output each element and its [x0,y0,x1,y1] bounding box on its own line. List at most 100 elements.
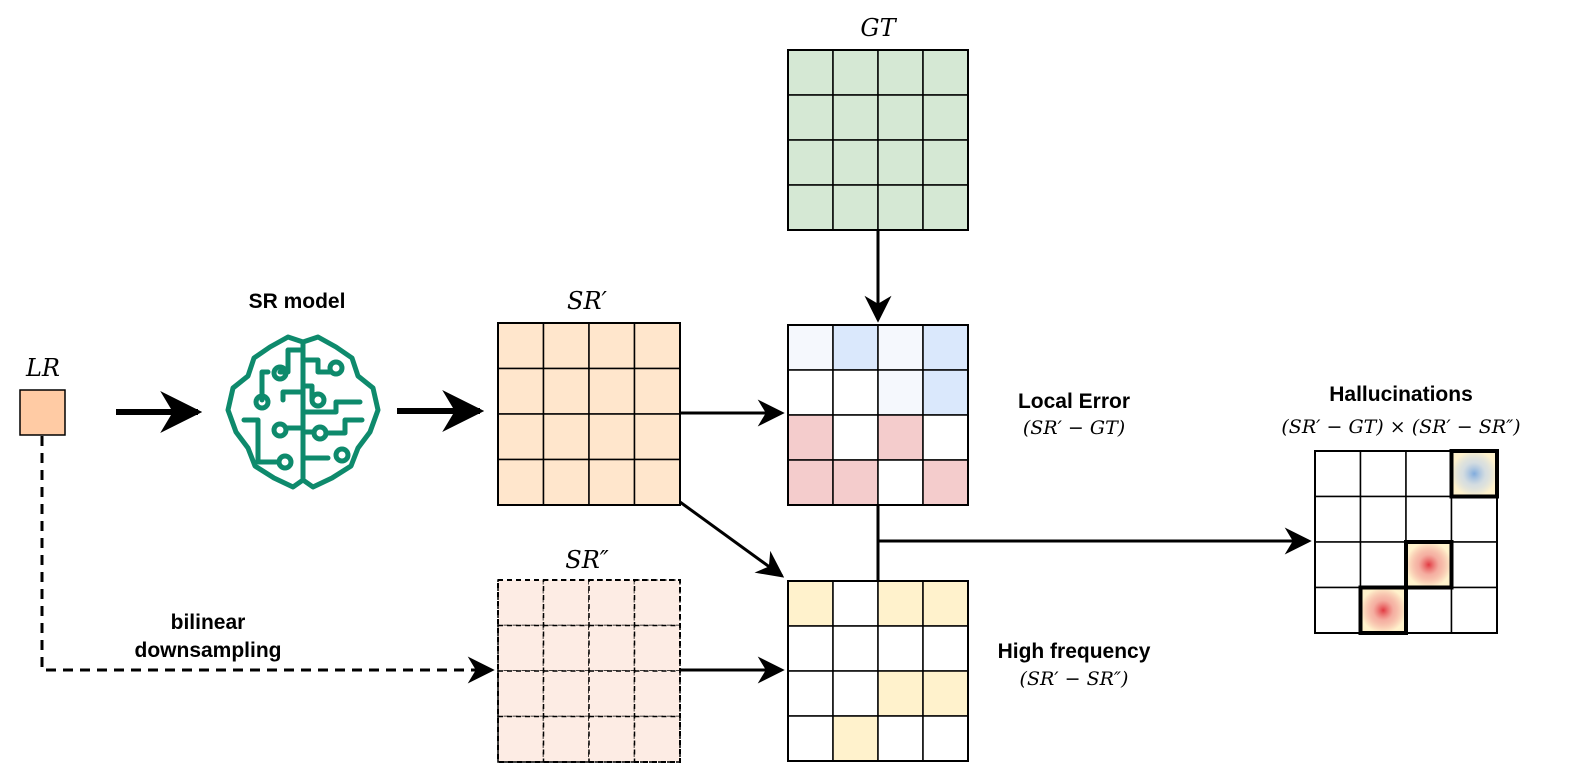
hallucination-blue-glow [1451,451,1497,497]
grid-cell [633,322,681,370]
grid-cell [787,94,834,141]
gt-grid [787,49,969,231]
grid-cell [922,369,969,416]
grid-cell [787,369,834,416]
grid-cell [542,670,590,718]
high-frequency-title: High frequency [998,640,1151,663]
local-error-formula: (SR′ − GT) [1023,417,1125,439]
grid-cell [1405,586,1453,634]
grid-cell [877,49,924,96]
brain-icon [225,334,381,490]
lr-square [19,389,66,436]
grid-cell [787,625,834,672]
grid-cell [588,458,636,506]
grid-cell [588,579,636,627]
high-frequency-grid [787,580,969,762]
grid-cell [922,414,969,461]
grid-cell [542,579,590,627]
grid-cell [497,624,545,672]
grid-cell [922,184,969,231]
grid-cell [832,580,879,627]
grid-border [787,580,969,762]
grid-cell [787,139,834,186]
grid-cell [497,715,545,763]
grid-cell [542,624,590,672]
grid-cell [877,459,924,506]
grid-cell [877,94,924,141]
grid-cell [542,322,590,370]
grid-cell [1314,450,1362,498]
grid-cell [542,413,590,461]
grid-cell [832,94,879,141]
grid-cell [832,459,879,506]
grid-cell [922,580,969,627]
grid-cell [1314,495,1362,543]
hallucination-red-glow [1360,587,1406,633]
grid-cell [497,458,545,506]
grid-cell [633,715,681,763]
grid-cell [922,715,969,762]
grid-cell [787,715,834,762]
grid-cell [787,459,834,506]
grid-cell [497,413,545,461]
grid-cell [588,322,636,370]
grid-cell [787,670,834,717]
grid-cell [588,367,636,415]
grid-cell [633,458,681,506]
hallucinations-grid [1314,449,1499,635]
grid-cell [633,579,681,627]
hallucinations-title: Hallucinations [1329,383,1473,406]
grid-cell [787,324,834,371]
grid-cell [1450,586,1498,634]
sr-double-prime-label: SR″ [565,546,609,574]
lr-label: LR [25,354,60,382]
bilinear-label-line1: bilinear [171,611,246,634]
gt-label: GT [860,14,897,42]
grid-cell [588,413,636,461]
grid-cell [497,367,545,415]
grid-cell [633,670,681,718]
arrow-bilinear-downsampling [40,436,495,684]
grid-cell [877,625,924,672]
grid-cell [787,414,834,461]
grid-cell [922,324,969,371]
grid-cell [922,139,969,186]
hallucination-cell-border [1358,585,1408,635]
grid-cell [633,367,681,415]
grid-cell [832,369,879,416]
grid-cell [832,184,879,231]
sr-double-prime-grid [497,579,681,763]
arrow-sr-prime-to-high-frequency [679,500,785,578]
grid-cell [588,624,636,672]
grid-cell [922,49,969,96]
hallucination-red-glow [1406,542,1452,588]
grid-cell [1359,541,1407,589]
grid-cell [922,459,969,506]
grid-cell [877,580,924,627]
grid-cell [1314,586,1362,634]
grid-cell [787,184,834,231]
grid-cell [497,579,545,627]
high-frequency-formula: (SR′ − SR″) [1020,668,1129,690]
grid-cell [1450,495,1498,543]
grid-cell [497,670,545,718]
sr-prime-grid [497,322,681,506]
grid-cell [1359,495,1407,543]
grid-cell [832,670,879,717]
grid-cell [633,624,681,672]
grid-cell [877,369,924,416]
grid-cell [1450,541,1498,589]
hallucinations-formula: (SR′ − GT) × (SR′ − SR″) [1281,416,1520,438]
grid-cell [877,670,924,717]
grid-cell [787,580,834,627]
grid-cell [877,414,924,461]
grid-cell [832,49,879,96]
grid-cell [1405,495,1453,543]
grid-cell [922,94,969,141]
grid-cell [1314,541,1362,589]
grid-cell [877,715,924,762]
local-error-title: Local Error [1018,390,1130,413]
local-error-grid [787,324,969,506]
grid-cell [877,139,924,186]
hallucination-cell-border [1404,540,1454,590]
